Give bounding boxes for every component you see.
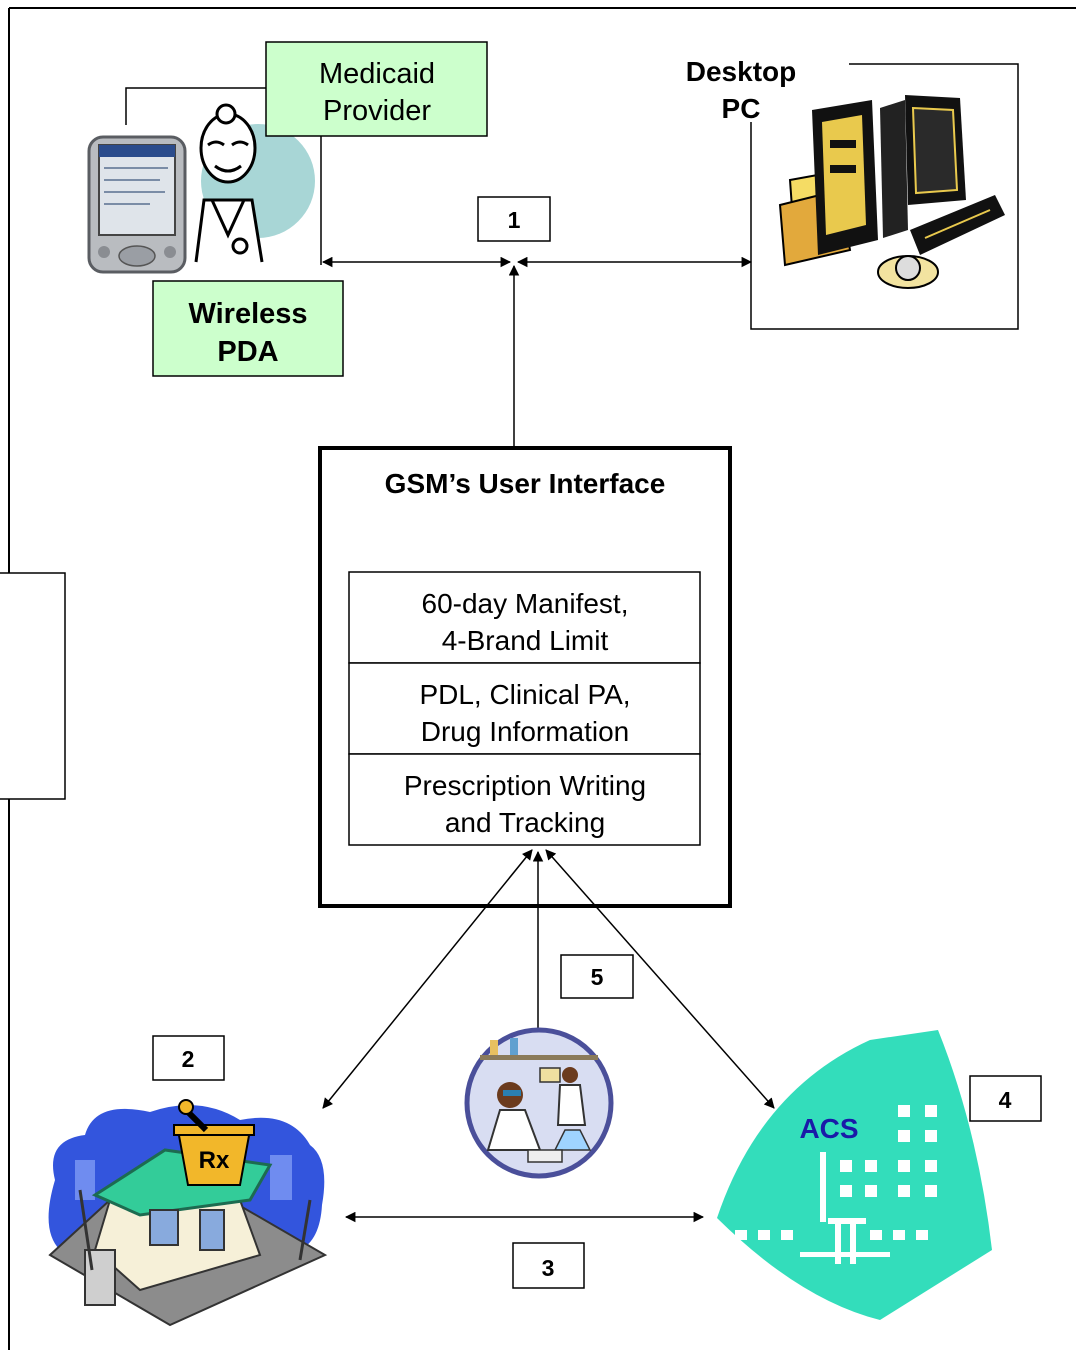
module-pdl-line1: PDL, Clinical PA,	[419, 679, 630, 710]
number-label-3: 3	[542, 1255, 555, 1281]
acs-label: ACS	[799, 1113, 858, 1144]
number-box-5	[560, 954, 634, 999]
module-pdl	[348, 662, 701, 755]
number-box-1	[477, 196, 551, 242]
medicaid-provider-line2: Provider	[323, 95, 431, 127]
pharmacy-icon	[48, 1099, 328, 1327]
number-box-2	[152, 1035, 225, 1081]
pharmacy-rx-sign: Rx	[199, 1147, 230, 1174]
module-prescription-line1: Prescription Writing	[404, 770, 646, 801]
lab-scientist-icon	[464, 1027, 614, 1179]
desktop-computer-icon	[778, 95, 1005, 289]
desktop-pc-line2: PC	[722, 93, 761, 124]
medicaid-provider-box	[265, 41, 488, 137]
wireless-pda-line1: Wireless	[188, 298, 307, 330]
module-manifest-line1: 60-day Manifest,	[422, 588, 629, 619]
module-prescription-line2: and Tracking	[445, 807, 605, 838]
number-box-4	[969, 1075, 1042, 1122]
module-pdl-line2: Drug Information	[421, 716, 630, 747]
arrow-gsm-acs	[545, 849, 775, 1109]
number-box-3	[512, 1242, 585, 1289]
number-label-1: 1	[508, 207, 521, 233]
arrow-gsm-pharmacy	[322, 849, 533, 1109]
wireless-pda-line2: PDA	[217, 336, 278, 368]
module-manifest	[348, 571, 701, 664]
pda-device-icon	[87, 135, 187, 274]
number-label-5: 5	[591, 964, 604, 990]
gsm-title: GSM’s User Interface	[385, 468, 666, 499]
desktop-pc-line1: Desktop	[686, 56, 796, 87]
hospital-building-icon	[717, 1030, 992, 1320]
module-manifest-line2: 4-Brand Limit	[442, 625, 609, 656]
side-empty-box	[0, 572, 66, 800]
number-label-4: 4	[999, 1087, 1012, 1113]
module-prescription	[348, 753, 701, 846]
medicaid-provider-line1: Medicaid	[319, 58, 435, 90]
wireless-pda-box	[152, 280, 344, 377]
doctor-icon	[125, 87, 322, 265]
number-label-2: 2	[182, 1046, 195, 1072]
